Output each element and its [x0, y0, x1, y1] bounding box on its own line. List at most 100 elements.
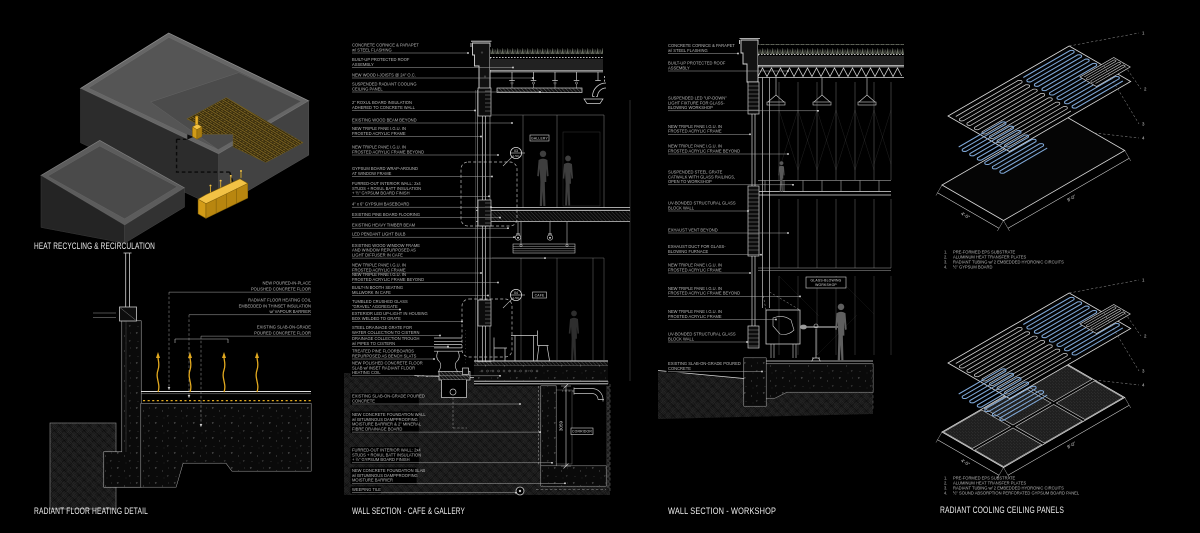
callout-label-line: EXTERIOR LED UP-LIGHT IN HOUSING — [352, 311, 428, 316]
wall-section-cafe-gallery-primitive-primitive-primitive — [477, 199, 492, 227]
callout-label-line: w/ BITUMINOUS DAMPPROOFING — [352, 473, 418, 478]
callout-label-line: CONCRETE CORNICE & PARAPET — [352, 43, 419, 48]
callout-label-line: EXISTING PINE BOARD FLOORING — [352, 212, 420, 217]
light-diffuser-primitive — [513, 246, 575, 252]
workshop-lights-primitive — [766, 101, 786, 106]
legend-number: 1. — [944, 475, 947, 480]
callout-label-line: STUDS + ROXUL BATT INSULATION — [352, 452, 421, 457]
callout-label-line: LIGHT FIXTURE FOR GLASS- — [668, 100, 725, 105]
room-label: GALLERY — [529, 134, 550, 142]
callout-label-primitive — [564, 482, 566, 485]
callout-label-line: CATWALK WITH GLASS RAILINGS, — [668, 174, 735, 179]
workshop-lights-primitive — [812, 101, 832, 106]
cafe-figure-primitive — [571, 310, 577, 317]
wall-section-workshop-primitive — [744, 358, 766, 406]
axon-callout-number: 3 — [1142, 122, 1145, 127]
wall-section-cafe-gallery-primitive-primitive — [517, 236, 519, 239]
callout-label-line: AND WINDOW REPURPOSED AS — [352, 248, 416, 253]
callout-label-primitive — [480, 272, 482, 274]
wall-section-cafe-gallery-primitive-primitive — [486, 369, 489, 373]
callout-label-line: MOISTURE BARRIER & 2" MINERAL — [352, 422, 422, 427]
callout-label-line: NEW TRIPLE PANE I.G.U. IN — [668, 124, 722, 129]
callout-label-line: ASSEMBLY — [352, 62, 374, 67]
callout-label-line: w/ STEEL FLASHING — [668, 48, 708, 53]
callout-label-line: TREATED PINE FLOORBOARDS — [352, 349, 414, 354]
callout-label-line: BLOCK WALL — [668, 336, 695, 341]
wall-section-cafe-gallery-primitive — [510, 81, 578, 88]
callout-label-primitive — [512, 66, 514, 69]
radiant-ceiling-panels-primitive — [955, 80, 1072, 148]
room-label: CAFE — [532, 291, 547, 299]
room-label-text: WORKSHOP — [815, 283, 837, 287]
radiant-ceiling-panels — [935, 45, 1132, 479]
legend-text: RADIANT TUBING w/ 2 EMBEDDED HYDRONIC CI… — [953, 260, 1064, 265]
callout-label-primitive — [439, 334, 441, 337]
wall-section-cafe-gallery-primitive — [452, 397, 467, 429]
wall-section-cafe-gallery-primitive-primitive — [592, 76, 605, 97]
callout-label: EXISTING WOOD BEAM BEYOND — [352, 117, 513, 124]
radiant-floor-detail-primitive — [174, 338, 229, 343]
corridor-dimension-primitive — [561, 385, 571, 467]
callout-label-primitive — [747, 210, 749, 212]
callout-label-primitive — [350, 447, 419, 464]
callout-label-line: EXHAUST VENT BEYOND — [668, 227, 718, 232]
callout-label-line: FROSTED ACRYLIC FRAME — [668, 314, 722, 319]
radiant-ceiling-panels-primitive-primitive — [1124, 150, 1131, 162]
wall-section-cafe-gallery-primitive-primitive — [549, 236, 551, 239]
callout-label-line: POURED CONCRETE FLOOR — [254, 330, 311, 335]
radiant-ceiling-panels-primitive-primitive — [935, 184, 943, 196]
callout-label-line: w/ STEEL FLASHING — [352, 47, 392, 52]
heat-unit-row-primitive — [215, 188, 237, 214]
axon-annotations-primitive — [1069, 32, 1140, 47]
callout-label-line: BLOCK WALL — [668, 205, 695, 210]
radiant-floor-detail — [49, 252, 312, 510]
callout-label-line: 2" ROXUL BOARD INSULATION — [352, 100, 412, 105]
callout-label-primitive — [499, 375, 501, 377]
callout-label-primitive — [199, 424, 203, 427]
callout-label-primitive — [792, 184, 794, 186]
heat-unit-row-primitive — [219, 179, 222, 182]
wall-section-workshop-primitive-primitive-primitive — [748, 85, 759, 111]
radiant-ceiling-panels-primitive-primitive — [1124, 397, 1131, 409]
callout-label-line: FROSTED ACRYLIC FRAME — [668, 267, 722, 272]
radiant-ceiling-panels-primitive — [1023, 296, 1124, 356]
callout-label-primitive — [746, 341, 748, 343]
callout-label-primitive — [787, 70, 789, 72]
legend-number: 2. — [944, 255, 947, 260]
catwalk-figure-primitive — [779, 161, 784, 165]
callout-label-line: SUSPENDED RADIANT COOLING — [352, 82, 417, 87]
wall-section-cafe-gallery-primitive-primitive-primitive — [485, 90, 491, 112]
wall-section-cafe-gallery-primitive — [461, 298, 513, 358]
callout-label: NEW WOOD I-JOISTS @ 24" O.C. — [352, 72, 534, 79]
radiant-ceiling-panels-primitive-primitive — [1007, 405, 1130, 476]
wall-section-cafe-gallery-primitive-primitive — [574, 388, 604, 400]
wall-section-cafe-gallery-primitive-primitive-primitive — [481, 326, 486, 362]
callout-label-line: UV-BONDED STRUCTURAL GLASS — [668, 201, 736, 206]
heat-recycling-diagram-primitive — [175, 139, 235, 186]
workshop-lights-primitive — [775, 77, 868, 95]
wall-section-cafe-gallery-primitive — [490, 69, 603, 73]
axon-callout-number: 1 — [1142, 31, 1145, 36]
callout-label-line: UV-BONDED STRUCTURAL GLASS — [668, 332, 736, 337]
callout-label-line: CEILING PANEL — [352, 86, 383, 91]
callout-label-line: STEEL DRAINAGE GRATE FOR — [352, 325, 412, 330]
drawing-sheet-primitive-primitive — [255, 357, 259, 393]
wall-section-cafe-gallery-primitive — [607, 381, 611, 492]
callout-label-line: TUMBLED CRUSHED GLASS — [352, 299, 408, 304]
callout-label-primitive — [447, 345, 449, 348]
callout-label-primitive — [499, 216, 501, 219]
wall-section-workshop-primitive — [762, 291, 801, 311]
wall-section-cafe-gallery-primitive — [470, 40, 492, 47]
callout-label-line: EXISTING SLAB-ON-GRADE POURED — [668, 361, 741, 366]
legend-text: PRE-FORMED EPS SUBSTRATE — [953, 249, 1016, 254]
wall-section-cafe-gallery-primitive-primitive — [508, 369, 511, 373]
cafe-furniture-primitive — [511, 335, 537, 361]
furnace-primitive — [770, 344, 797, 358]
